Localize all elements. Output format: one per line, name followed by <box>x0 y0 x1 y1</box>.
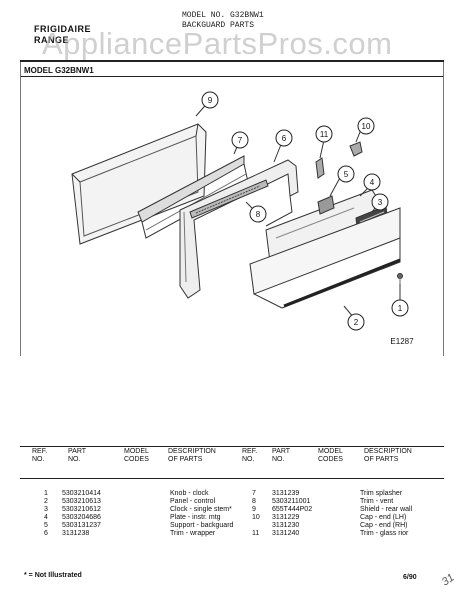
table-row: 6 3131238 Trim - wrapper 11 3131240 Trim… <box>20 530 444 538</box>
brand-title: FRIGIDAIRE RANGE <box>34 24 91 46</box>
part-desc: Trim - wrapper <box>170 530 216 537</box>
ref-no: 8 <box>252 498 256 505</box>
part-9-shield-shape <box>71 123 207 245</box>
part-no: 5303210612 <box>62 506 101 513</box>
table-row: 4 5303204686 Plate - instr. mtg 10 31312… <box>20 514 444 522</box>
hdr-codes-left: MODEL CODES <box>124 448 149 463</box>
subheader-rule <box>20 76 444 77</box>
part-desc: Plate - instr. mtg <box>170 514 221 521</box>
callout-label-5: 5 <box>344 170 349 179</box>
model-number: MODEL NO. G32BNW1 <box>182 11 264 20</box>
callout-label-2: 2 <box>354 318 359 327</box>
part-8-vent-shape <box>189 179 269 219</box>
frame-right <box>443 62 444 356</box>
table-row: 3 5303210612 Clock - single stem* 9 655T… <box>20 506 444 514</box>
ref-no: 10 <box>252 514 260 521</box>
hdr-desc-right: DESCRIPTION OF PARTS <box>364 448 412 463</box>
callout-label-8: 8 <box>256 210 261 219</box>
part-no: 5303210613 <box>62 498 101 505</box>
ref-no: 5 <box>44 522 48 529</box>
callout-label-3: 3 <box>378 198 383 207</box>
part-no: 5303131237 <box>62 522 101 529</box>
callout-10 <box>357 117 375 135</box>
callout-label-10: 10 <box>362 122 371 131</box>
figure-id: E1287 <box>390 337 414 346</box>
ref-no: 9 <box>252 506 256 513</box>
hdr-ref-right: REF. NO. <box>242 448 258 463</box>
section-title: BACKGUARD PARTS <box>182 21 255 30</box>
table-row: 5 5303131237 Support - backguard 3131230… <box>20 522 444 530</box>
part-desc: Trim splasher <box>360 490 403 497</box>
hdr-ref-left: REF. NO. <box>32 448 48 463</box>
callout-9 <box>201 91 219 109</box>
part-no: 3131240 <box>272 530 300 537</box>
ref-no: 4 <box>44 514 48 521</box>
part-no: 5303211001 <box>272 498 311 505</box>
hdr-part-right: PART NO. <box>272 448 291 463</box>
ref-no: 2 <box>44 498 48 505</box>
part-desc: Trim - vent <box>360 498 394 505</box>
callout-1 <box>391 299 409 317</box>
handwritten-mark: 31 <box>439 571 457 589</box>
hdr-part-left: PART NO. <box>68 448 87 463</box>
part-no: 3131239 <box>272 490 300 497</box>
callout-11 <box>315 125 333 143</box>
part-no: 3131229 <box>272 514 300 521</box>
revision-date: 6/90 <box>403 574 417 581</box>
brand-line-1: FRIGIDAIRE <box>34 24 92 34</box>
model-header: MODEL NO. G32BNW1 BACKGUARD PARTS <box>182 11 264 31</box>
callout-6 <box>275 129 293 147</box>
table-top-rule <box>20 446 444 447</box>
part-no: 655T444P02 <box>272 506 313 513</box>
header-rule <box>20 60 444 62</box>
part-desc: Shield - rear wall <box>360 506 413 513</box>
brand-line-2: RANGE <box>34 35 70 45</box>
part-no: 5303204686 <box>62 514 101 521</box>
part-desc: Panel - control <box>170 498 216 505</box>
frame-left <box>20 62 21 356</box>
table-row: 1 5303210414 Knob - clock 7 3131239 Trim… <box>20 490 444 498</box>
callout-3 <box>371 193 389 211</box>
part-desc: Support - backguard <box>170 522 234 529</box>
callout-label-6: 6 <box>282 134 287 143</box>
part-no: 3131238 <box>62 530 90 537</box>
callout-8 <box>249 205 267 223</box>
model-label: MODEL G32BNW1 <box>24 66 94 75</box>
parts-table-body: 1 5303210414 Knob - clock 7 3131239 Trim… <box>20 490 444 542</box>
watermark: AppliancePartsPros.com <box>42 26 393 61</box>
exploded-diagram: 9 7 6 11 10 5 4 3 8 1 2 E1287 <box>71 91 414 346</box>
ref-no: 7 <box>252 490 256 497</box>
part-desc: Cap - end (LH) <box>360 514 407 521</box>
part-5-support-shape <box>317 195 335 215</box>
ref-no: 1 <box>44 490 48 497</box>
parts-table-header: REF. NO. PART NO. MODEL CODES DESCRIPTIO… <box>20 448 444 478</box>
callout-label-11: 11 <box>320 130 329 139</box>
footnote: * = Not Illustrated <box>24 572 82 579</box>
ref-no: 6 <box>44 530 48 537</box>
part-7-splasher-shape <box>137 155 249 239</box>
part-desc: Knob - clock <box>170 490 209 497</box>
table-row: 2 5303210613 Panel - control 8 530321100… <box>20 498 444 506</box>
callout-label-4: 4 <box>370 178 375 187</box>
ref-no: 11 <box>252 530 260 537</box>
callout-label-9: 9 <box>208 96 213 105</box>
callout-label-1: 1 <box>398 304 403 313</box>
part-desc: Trim - glass rior <box>360 530 409 537</box>
hdr-desc-left: DESCRIPTION OF PARTS <box>168 448 216 463</box>
part-10-11-caps-shape <box>315 141 363 179</box>
part-desc: Cap - end (RH) <box>360 522 408 529</box>
table-header-rule <box>20 478 444 479</box>
part-no: 5303210414 <box>62 490 101 497</box>
callout-7 <box>231 131 249 149</box>
callout-5 <box>337 165 355 183</box>
ref-no: 3 <box>44 506 48 513</box>
part-2-panel-shape <box>249 207 401 309</box>
callout-4 <box>363 173 381 191</box>
callout-2 <box>347 313 365 331</box>
hdr-codes-right: MODEL CODES <box>318 448 343 463</box>
part-desc: Clock - single stem* <box>170 506 232 513</box>
part-6-wrapper-shape <box>179 159 299 299</box>
part-no: 3131230 <box>272 522 300 529</box>
callout-label-7: 7 <box>238 136 243 145</box>
